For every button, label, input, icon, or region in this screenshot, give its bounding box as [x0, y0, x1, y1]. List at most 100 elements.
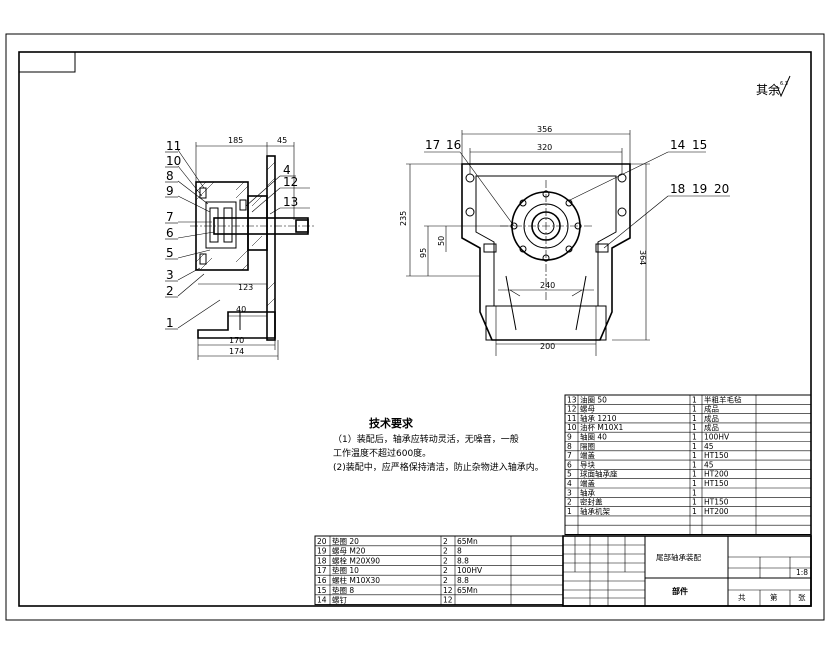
bom-cell-qty: 2 [443, 547, 448, 556]
dim-356: 356 [537, 125, 552, 134]
callout-7: 7 [166, 210, 174, 224]
dim-235: 235 [399, 211, 408, 226]
callout-2: 2 [166, 284, 174, 298]
bom-cell-mat: HT200 [704, 507, 729, 516]
bom-cell-mat: 8 [457, 547, 462, 556]
sheet-page-label: 第 [770, 592, 778, 602]
bom-cell-no: 9 [567, 433, 572, 442]
callout-17: 17 [425, 138, 440, 152]
bom-cell-no: 16 [317, 576, 327, 585]
bom-cell-qty: 2 [443, 537, 448, 546]
bom-cell-no: 17 [317, 566, 327, 575]
callout-13: 13 [283, 195, 298, 209]
bom-cell-no: 3 [567, 488, 572, 497]
bom-cell-qty: 1 [692, 442, 697, 451]
bom-cell-no: 8 [567, 442, 572, 451]
bom-cell-no: 12 [567, 405, 577, 414]
bom-cell-mat: 成品 [704, 404, 719, 414]
tech-req-title: 技术要求 [369, 416, 414, 430]
bom-cell-no: 10 [567, 423, 577, 432]
bom-cell-qty: 1 [692, 423, 697, 432]
bom-cell-qty: 1 [692, 414, 697, 423]
bom-cell-no: 4 [567, 479, 572, 488]
dim-200: 200 [540, 342, 555, 351]
bom-cell-mat: 100HV [457, 566, 483, 575]
bom-cell-name: 垫圈 8 [332, 585, 354, 595]
bom-cell-name: 轴承机架 [580, 506, 610, 516]
dim-185: 185 [228, 136, 243, 145]
roughness-label: 其余 [756, 82, 780, 97]
bom-cell-qty: 1 [692, 433, 697, 442]
callout-5: 5 [166, 246, 174, 260]
bom-cell-qty: 1 [692, 488, 697, 497]
bom-cell-mat: 8.8 [457, 576, 469, 585]
bom-cell-name: 螺柱 M10X30 [332, 575, 380, 585]
callout-4: 4 [283, 163, 291, 177]
bom-cell-qty: 1 [692, 451, 697, 460]
dim-95: 95 [419, 248, 428, 258]
bom-cell-qty: 1 [692, 395, 697, 404]
tech-req-line-2: 工作温度不超过600度。 [333, 447, 431, 459]
bom-cell-no: 7 [567, 451, 572, 460]
roughness-value: 6.3 [780, 81, 788, 87]
drawing-name: 尾部轴承装配 [656, 552, 701, 562]
tech-req-line-3: (2)装配中，应严格保持清洁，防止杂物进入轴承内。 [333, 461, 544, 473]
bom-cell-name: 导块 [580, 459, 595, 469]
callout-16: 16 [446, 138, 461, 152]
bom-cell-mat: HT150 [704, 479, 729, 488]
bom-cell-mat: HT200 [704, 470, 729, 479]
bom-cell-mat: 45 [704, 442, 714, 451]
sheet-mark-label: 张 [798, 593, 806, 602]
bom-cell-name: 垫圈 10 [332, 565, 359, 575]
callout-1: 1 [166, 316, 174, 330]
callout-14: 14 [670, 138, 685, 152]
corner-label-box [18, 51, 76, 73]
bom-cell-name: 螺母 [580, 404, 595, 414]
dim-240: 240 [540, 281, 555, 290]
bom-cell-qty: 1 [692, 405, 697, 414]
callout-9: 9 [166, 184, 174, 198]
drawing-frame [18, 51, 812, 607]
technical-requirements: 技术要求 （1）装配后，轴承应转动灵活，无噪音，一般 工作温度不超过600度。 … [333, 416, 544, 473]
bom-cell-no: 19 [317, 547, 327, 556]
bom-cell-name: 隔圈 [580, 442, 595, 451]
bom-cell-qty: 2 [443, 556, 448, 565]
bom-cell-mat: 成品 [704, 413, 719, 423]
bom-cell-mat: 65Mn [457, 537, 478, 546]
bom-cell-name: 密封盖 [580, 497, 603, 507]
bom-cell-qty: 1 [692, 460, 697, 469]
callout-12: 12 [283, 175, 298, 189]
dim-320: 320 [537, 143, 552, 152]
bom-cell-mat: 45 [704, 460, 714, 469]
surface-roughness-mark: 其余 6.3 [756, 75, 791, 98]
callout-18: 18 [670, 182, 685, 196]
bom-cell-no: 2 [567, 498, 572, 507]
sheet-border [5, 33, 825, 621]
callout-15: 15 [692, 138, 707, 152]
bom-cell-name: 螺母 M20 [332, 546, 366, 556]
bom-cell-mat: 半粗羊毛毡 [704, 394, 742, 404]
bom-cell-name: 端盖 [580, 478, 595, 488]
callout-11: 11 [166, 139, 181, 153]
left-section-view: 185 45 123 40 170 174 [165, 136, 315, 360]
dim-123: 123 [238, 283, 253, 292]
bom-cell-name: 端盖 [580, 450, 595, 460]
bom-cell-qty: 12 [443, 586, 453, 595]
bom-cell-mat: 65Mn [457, 586, 478, 595]
bom-cell-qty: 2 [443, 566, 448, 575]
callout-20: 20 [714, 182, 729, 196]
bom-cell-name: 球面轴承座 [580, 469, 618, 479]
bom-cell-name: 油杯 M10X1 [580, 422, 624, 432]
dim-40: 40 [236, 305, 246, 314]
dim-170: 170 [229, 336, 244, 345]
callout-6: 6 [166, 226, 174, 240]
bom-cell-qty: 2 [443, 576, 448, 585]
bom-cell-mat: HT150 [704, 451, 729, 460]
bom-cell-name: 螺钉 [332, 595, 347, 605]
bom-cell-mat: 100HV [704, 433, 730, 442]
bom-cell-qty: 1 [692, 498, 697, 507]
bom-cell-mat: HT150 [704, 498, 729, 507]
dim-364: 364 [638, 250, 647, 265]
